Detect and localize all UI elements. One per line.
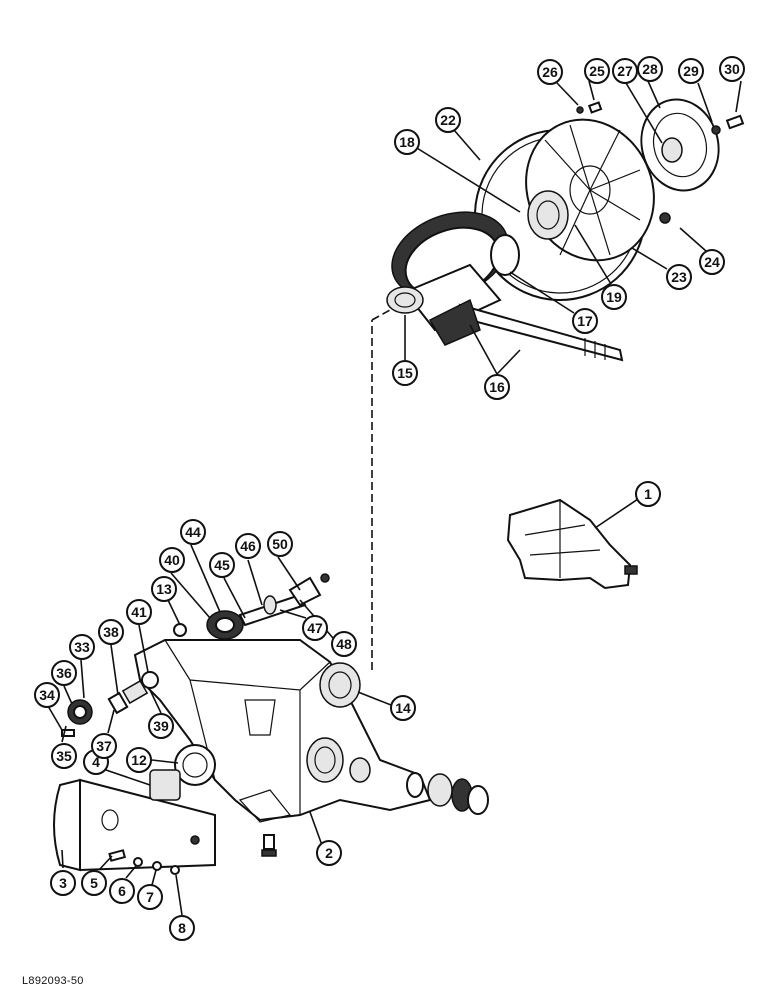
svg-text:14: 14 — [395, 700, 411, 716]
svg-text:48: 48 — [336, 636, 352, 652]
callout-18: 18 — [394, 129, 420, 155]
callout-16: 16 — [484, 374, 510, 400]
svg-text:7: 7 — [146, 889, 154, 905]
svg-text:50: 50 — [272, 536, 288, 552]
callout-35: 35 — [51, 743, 77, 769]
svg-text:23: 23 — [671, 269, 687, 285]
svg-text:12: 12 — [131, 752, 147, 768]
callout-36: 36 — [51, 660, 77, 686]
top-gear-cluster — [173, 573, 330, 640]
svg-text:27: 27 — [617, 63, 633, 79]
svg-text:45: 45 — [214, 557, 230, 573]
callout-15: 15 — [392, 360, 418, 386]
leader-lines — [47, 80, 742, 916]
small-bolts-top — [576, 101, 671, 224]
callout-48: 48 — [331, 631, 357, 657]
svg-text:17: 17 — [577, 313, 593, 329]
callout-30: 30 — [719, 56, 745, 82]
svg-text:4: 4 — [92, 754, 100, 770]
svg-text:8: 8 — [178, 920, 186, 936]
svg-text:28: 28 — [642, 61, 658, 77]
callout-6: 6 — [109, 878, 135, 904]
callout-40: 40 — [159, 547, 185, 573]
svg-text:33: 33 — [74, 639, 90, 655]
callout-17: 17 — [572, 308, 598, 334]
svg-text:26: 26 — [542, 64, 558, 80]
callout-28: 28 — [637, 56, 663, 82]
callout-24: 24 — [699, 249, 725, 275]
svg-text:25: 25 — [589, 63, 605, 79]
callout-19: 19 — [601, 284, 627, 310]
svg-text:38: 38 — [103, 624, 119, 640]
svg-text:46: 46 — [240, 538, 256, 554]
callout-26: 26 — [537, 59, 563, 85]
callout-23: 23 — [666, 264, 692, 290]
svg-text:19: 19 — [606, 289, 622, 305]
reference-code: L892093-50 — [22, 975, 84, 987]
svg-text:41: 41 — [131, 604, 147, 620]
svg-text:34: 34 — [39, 687, 55, 703]
callout-50: 50 — [267, 531, 293, 557]
svg-text:3: 3 — [59, 875, 67, 891]
svg-text:1: 1 — [644, 486, 652, 502]
callout-44: 44 — [180, 519, 206, 545]
svg-text:40: 40 — [164, 552, 180, 568]
callout-5: 5 — [81, 870, 107, 896]
callout-13: 13 — [151, 576, 177, 602]
svg-text:44: 44 — [185, 524, 201, 540]
svg-text:18: 18 — [399, 134, 415, 150]
callout-22: 22 — [435, 107, 461, 133]
callout-14: 14 — [390, 695, 416, 721]
callout-38: 38 — [98, 619, 124, 645]
svg-text:5: 5 — [90, 875, 98, 891]
callout-3: 3 — [50, 870, 76, 896]
svg-text:2: 2 — [325, 845, 333, 861]
callout-33: 33 — [69, 634, 95, 660]
callout-1: 1 — [635, 481, 661, 507]
ring-gear-and-pinion — [386, 211, 624, 362]
main-housing — [133, 639, 489, 857]
svg-text:35: 35 — [56, 748, 72, 764]
svg-text:30: 30 — [724, 61, 740, 77]
callout-37: 37 — [91, 733, 117, 759]
housing-part-1 — [506, 498, 638, 590]
svg-text:16: 16 — [489, 379, 505, 395]
svg-text:6: 6 — [118, 883, 126, 899]
svg-text:29: 29 — [683, 63, 699, 79]
callout-47: 47 — [302, 615, 328, 641]
left-gear-cluster — [61, 671, 159, 737]
callout-46: 46 — [235, 533, 261, 559]
callout-27: 27 — [612, 58, 638, 84]
callout-45: 45 — [209, 552, 235, 578]
callout-29: 29 — [678, 58, 704, 84]
svg-text:39: 39 — [153, 718, 169, 734]
cover-plate — [53, 769, 216, 872]
callout-8: 8 — [169, 915, 195, 941]
callout-25: 25 — [584, 58, 610, 84]
svg-text:24: 24 — [704, 254, 720, 270]
svg-text:47: 47 — [307, 620, 323, 636]
callout-41: 41 — [126, 599, 152, 625]
callout-34: 34 — [34, 682, 60, 708]
callout-7: 7 — [137, 884, 163, 910]
svg-text:36: 36 — [56, 665, 72, 681]
fasteners-bottom — [108, 849, 180, 875]
svg-text:22: 22 — [440, 112, 456, 128]
callout-39: 39 — [148, 713, 174, 739]
svg-text:13: 13 — [156, 581, 172, 597]
svg-text:15: 15 — [397, 365, 413, 381]
svg-text:37: 37 — [96, 738, 112, 754]
callout-2: 2 — [316, 840, 342, 866]
pulley — [640, 98, 745, 192]
callout-12: 12 — [126, 747, 152, 773]
